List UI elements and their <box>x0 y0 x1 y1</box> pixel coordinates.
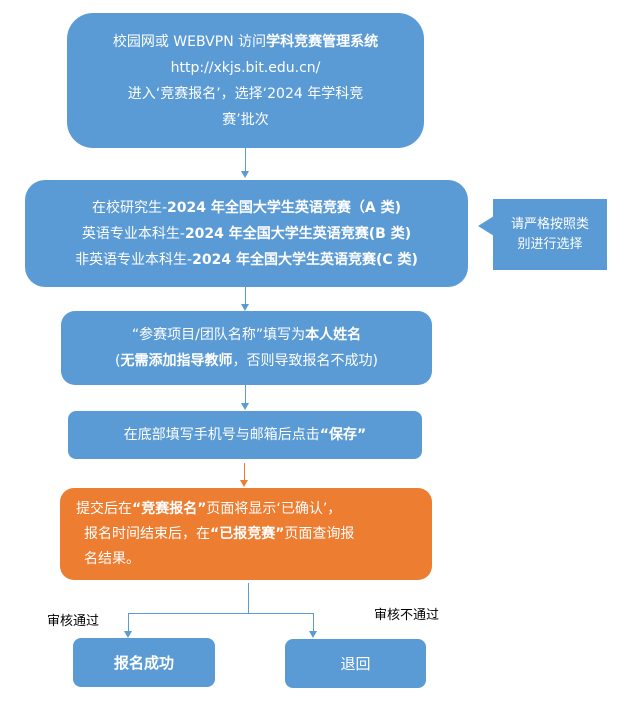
fail-label: 审核不通过 <box>374 608 440 623</box>
result-reject: 退回 <box>285 639 426 688</box>
text: 2024 年全国大学生英语竞赛(C 类) <box>192 251 418 268</box>
text: 提交后在 <box>76 500 132 517</box>
text: 校园网或 WEBVPN 访问 <box>112 33 267 50</box>
text: 页面查询报 <box>284 525 355 542</box>
step-save: 在底部填写手机号与邮箱后点击“保存” <box>68 411 422 459</box>
text: 别进行选择 <box>517 236 583 252</box>
text: 报名时间结束后，在 <box>84 525 210 542</box>
text: 请严格按照类 <box>510 216 589 232</box>
arrow-down-icon <box>309 631 317 638</box>
text: 2024 年全国大学生英语竞赛(B 类) <box>184 225 412 242</box>
connector <box>244 463 245 481</box>
step-access-system: 校园网或 WEBVPN 访问学科竞赛管理系统 http://xkjs.bit.e… <box>67 13 424 148</box>
text: ，否则导致报名不成功) <box>232 353 378 369</box>
text: 英语专业本科生- <box>81 225 185 242</box>
text: 在校研究生- <box>91 199 168 216</box>
callout-pointer <box>478 216 494 236</box>
text: “参赛项目/团队名称”填写为 <box>131 327 306 343</box>
step-submit-result: 提交后在“竞赛报名”页面将显示‘已确认’， 报名时间结束后，在“已报竞赛”页面查… <box>60 488 432 580</box>
arrow-down-icon <box>241 171 249 178</box>
text: 进入‘竞赛报名’，选择‘2024 年学科竞 <box>127 85 364 102</box>
text: ( <box>115 353 121 369</box>
connector <box>245 287 246 305</box>
connector <box>245 148 246 172</box>
arrow-down-icon <box>124 631 132 638</box>
connector <box>128 613 314 614</box>
text: 2024 年全国大学生英语竞赛（A 类) <box>167 199 401 216</box>
text: 无需添加指导教师 <box>120 353 233 369</box>
result-success: 报名成功 <box>73 638 215 687</box>
text: 赛’批次 <box>222 111 269 128</box>
connector <box>245 385 246 404</box>
text: 本人姓名 <box>305 327 362 343</box>
text: 页面将显示‘已确认’， <box>206 500 342 517</box>
text: 报名成功 <box>113 653 174 672</box>
text: 非英语专业本科生- <box>75 251 193 268</box>
arrow-down-icon <box>241 403 249 410</box>
text: 退回 <box>340 654 371 673</box>
note-callout: 请严格按照类 别进行选择 <box>493 199 607 270</box>
step-fill-name: “参赛项目/团队名称”填写为本人姓名 (无需添加指导教师，否则导致报名不成功) <box>61 311 432 385</box>
text: 名结果。 <box>84 550 140 567</box>
text: 在底部填写手机号与邮箱后点击 <box>123 427 320 443</box>
text: “竞赛报名” <box>132 500 207 517</box>
arrow-down-icon <box>240 480 248 487</box>
text: “保存” <box>319 427 367 443</box>
step-select-category: 在校研究生-2024 年全国大学生英语竞赛（A 类) 英语专业本科生-2024 … <box>25 180 468 287</box>
connector <box>313 613 314 632</box>
connector <box>128 613 129 632</box>
text: “已报竞赛” <box>210 525 285 542</box>
connector <box>248 583 249 613</box>
text: 学科竞赛管理系统 <box>266 33 379 50</box>
arrow-down-icon <box>241 304 249 311</box>
url-text: http://xkjs.bit.edu.cn/ <box>170 59 321 76</box>
pass-label: 审核通过 <box>47 614 100 629</box>
